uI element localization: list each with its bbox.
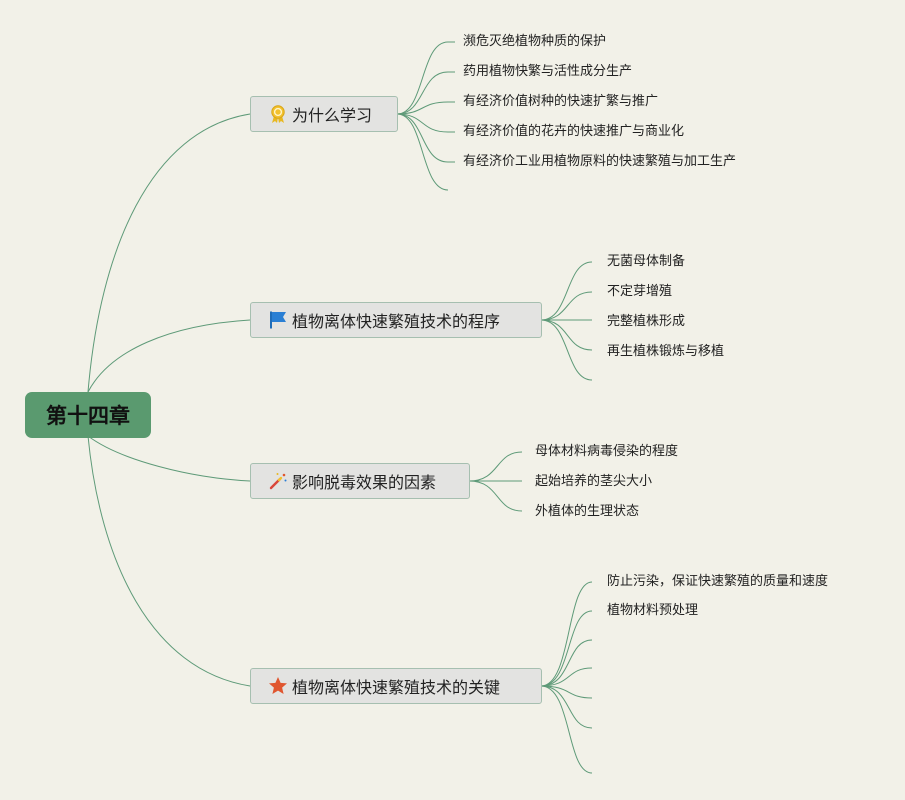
leaf-node[interactable]: 完整植株形成 [607,314,686,329]
branch-node-factors[interactable]: 影响脱毒效果的因素 [250,463,470,499]
root-node-label: 第十四章 [46,404,130,428]
leaf-node[interactable]: 植物材料预处理 [607,603,699,618]
leaf-node[interactable]: 不定芽增殖 [607,284,673,299]
star-icon [267,675,289,697]
leaf-node[interactable]: 母体材料病毒侵染的程度 [535,444,679,459]
award-ribbon-icon [267,103,289,125]
leaf-node[interactable]: 防止污染，保证快速繁殖的质量和速度 [607,574,829,589]
branch-label: 影响脱毒效果的因素 [292,473,437,492]
flag-icon [267,309,289,331]
root-node[interactable]: 第十四章 [25,392,151,438]
branch-node-procedure[interactable]: 植物离体快速繁殖技术的程序 [250,302,542,338]
branch-label: 植物离体快速繁殖技术的程序 [292,312,501,331]
branch-node-why-study[interactable]: 为什么学习 [250,96,398,132]
branch-label: 植物离体快速繁殖技术的关键 [292,678,501,697]
magic-wand-icon [267,470,289,492]
branch-label: 为什么学习 [292,106,373,125]
leaf-node[interactable]: 外植体的生理状态 [535,504,640,519]
leaf-node[interactable]: 濒危灭绝植物种质的保护 [463,34,607,49]
leaf-node[interactable]: 无菌母体制备 [607,254,686,269]
branch-node-key-points[interactable]: 植物离体快速繁殖技术的关键 [250,668,542,704]
leaf-node[interactable]: 药用植物快繁与活性成分生产 [463,64,633,79]
leaf-node[interactable]: 有经济价值的花卉的快速推广与商业化 [463,124,685,139]
leaf-node[interactable]: 有经济价值树种的快速扩繁与推广 [463,94,659,109]
leaf-node[interactable]: 起始培养的茎尖大小 [535,474,653,489]
leaf-node[interactable]: 有经济价工业用植物原料的快速繁殖与加工生产 [463,154,737,169]
leaf-node[interactable]: 再生植株锻炼与移植 [607,344,725,359]
